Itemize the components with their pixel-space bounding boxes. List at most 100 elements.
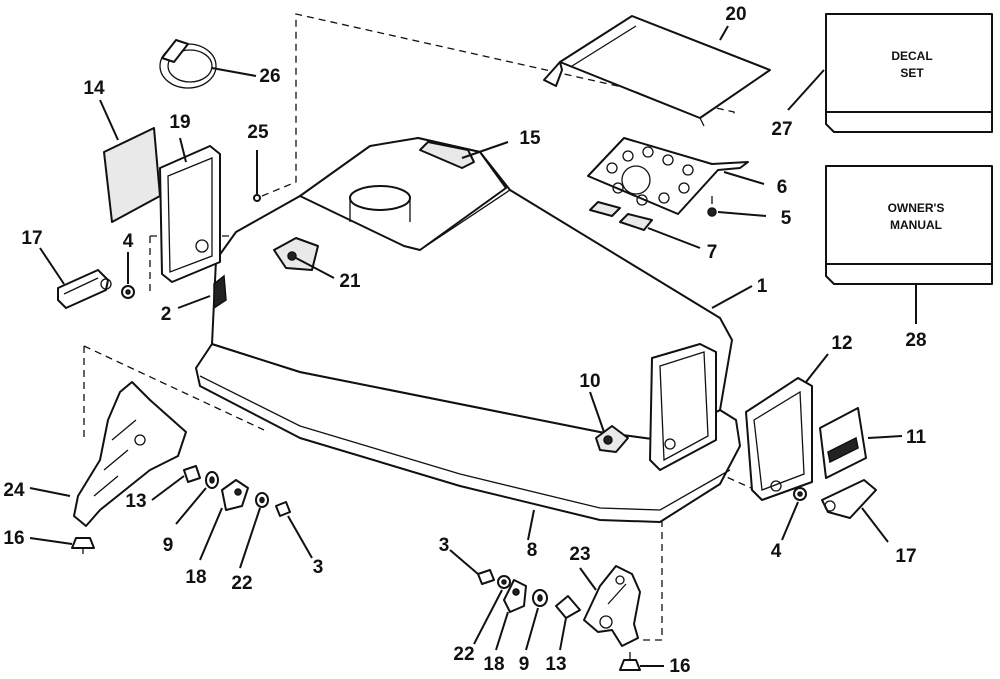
leader-27 — [787, 69, 825, 111]
bushing-part-13-right — [555, 595, 581, 619]
screw-part-5 — [707, 196, 717, 217]
callout-23: 23 — [569, 544, 590, 565]
callout-14: 14 — [83, 78, 105, 99]
callout-15: 15 — [519, 128, 541, 149]
callout-21: 21 — [339, 271, 361, 292]
leader-17-right — [861, 507, 889, 543]
leader-5 — [717, 211, 767, 217]
bushing-part-13-left — [183, 465, 201, 483]
decal-set-label-line1: DECAL — [891, 49, 932, 63]
leader-9-left — [175, 487, 207, 525]
leader-18-left — [199, 507, 223, 561]
callout-3-right: 3 — [439, 535, 450, 556]
decal-plate-part-11 — [819, 407, 867, 479]
leader-22-right — [473, 589, 503, 645]
owners-manual-label-line1: OWNER'S — [888, 201, 945, 215]
callout-9-left: 9 — [163, 535, 174, 556]
washer-part-22-right — [497, 575, 511, 589]
side-panel-part-12 — [745, 377, 813, 501]
callout-4-left: 4 — [123, 231, 134, 252]
leader-3-right — [449, 549, 479, 575]
screw-part-3-right — [477, 569, 495, 585]
callout-26: 26 — [259, 66, 280, 87]
leader-23 — [579, 567, 597, 591]
callout-19: 19 — [169, 112, 190, 133]
latch-part-17-left — [57, 269, 112, 309]
callout-9-right: 9 — [519, 654, 530, 675]
leader-17-left — [39, 247, 65, 285]
owners-manual-box-28 — [825, 165, 993, 285]
callout-18-right: 18 — [483, 654, 504, 675]
leader-19 — [179, 137, 187, 163]
leader-15 — [461, 141, 509, 159]
callout-28: 28 — [905, 330, 926, 351]
owners-manual-label-line2: MANUAL — [890, 218, 942, 232]
grommet-part-16-left — [71, 537, 95, 554]
leader-2 — [177, 295, 211, 309]
leader-6 — [723, 171, 765, 185]
screw-part-25 — [253, 194, 261, 202]
pad-part-7b — [619, 213, 653, 231]
assembly-line-front-left — [83, 345, 265, 438]
callout-17-left: 17 — [21, 228, 42, 249]
callout-12: 12 — [831, 333, 852, 354]
callout-17-right: 17 — [895, 546, 916, 567]
washer-part-9-left — [205, 471, 219, 489]
callout-18-left: 18 — [185, 567, 206, 588]
leader-16-left — [29, 537, 73, 545]
callout-16-left: 16 — [3, 528, 24, 549]
plate-part-18-right — [503, 579, 527, 613]
leader-13-right — [559, 617, 567, 651]
leader-24 — [29, 487, 71, 497]
leader-14 — [99, 99, 119, 141]
callout-22-right: 22 — [453, 644, 474, 665]
bracket-part-23 — [583, 565, 641, 647]
leader-26 — [211, 67, 257, 77]
callout-24: 24 — [3, 480, 25, 501]
leader-10 — [589, 391, 605, 433]
leader-7 — [647, 227, 701, 249]
callout-4-right: 4 — [771, 541, 782, 562]
engine-cover-part-1 — [195, 137, 741, 523]
decal-set-label-line2: SET — [900, 66, 924, 80]
callout-10: 10 — [579, 371, 600, 392]
leader-8 — [527, 509, 535, 541]
leader-21 — [295, 257, 335, 279]
leader-9-right — [525, 607, 539, 651]
washer-part-4-left — [121, 285, 135, 299]
washer-part-4-right — [793, 487, 807, 501]
callout-7: 7 — [707, 242, 718, 263]
leader-12 — [805, 353, 829, 383]
callout-3-left: 3 — [313, 557, 324, 578]
callout-27: 27 — [771, 119, 792, 140]
callout-2: 2 — [161, 304, 172, 325]
screw-part-3-left — [275, 501, 291, 517]
callout-6: 6 — [777, 177, 788, 198]
pad-part-7a — [589, 201, 621, 217]
leader-1 — [711, 285, 753, 309]
side-panel-part-19 — [159, 145, 221, 283]
callout-11: 11 — [906, 427, 927, 448]
cable-part-26 — [159, 39, 217, 89]
plate-part-18-left — [221, 479, 249, 511]
callout-1: 1 — [757, 276, 768, 297]
callout-8: 8 — [527, 540, 538, 561]
assembly-line-top — [261, 13, 735, 197]
callout-22-left: 22 — [231, 573, 252, 594]
callout-13-left: 13 — [125, 491, 146, 512]
washer-part-22-left — [255, 492, 269, 508]
latch-part-17-right — [821, 479, 877, 519]
leader-22-left — [239, 507, 261, 569]
cover-plate-part-20 — [543, 15, 771, 127]
grommet-part-16-right — [619, 652, 641, 671]
leader-13-left — [151, 475, 185, 501]
gasket-part-14 — [103, 127, 161, 223]
callout-5: 5 — [781, 208, 792, 229]
callout-25: 25 — [247, 122, 269, 143]
callout-13-right: 13 — [545, 654, 566, 675]
leader-11 — [867, 435, 903, 439]
bracket-part-24 — [73, 381, 187, 527]
washer-part-9-right — [532, 589, 548, 607]
